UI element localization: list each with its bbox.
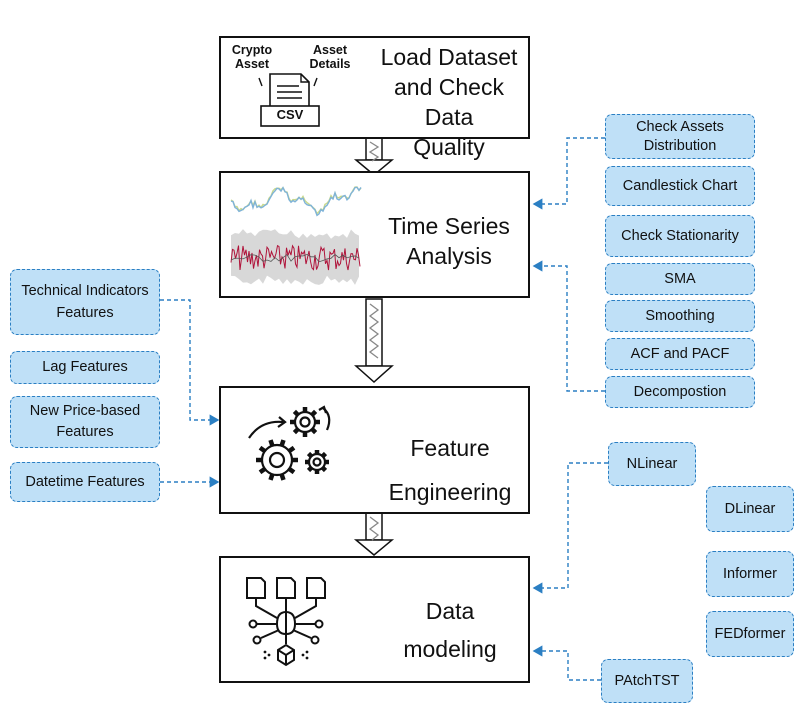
model-connectors bbox=[532, 462, 608, 681]
stage-dm-title: Data modeling bbox=[403, 598, 497, 662]
tag-patchtst: PAtchTST bbox=[601, 659, 693, 703]
analysis-connectors bbox=[532, 137, 605, 392]
csv-file-icon bbox=[258, 73, 320, 127]
tag-dlinear: DLinear bbox=[706, 486, 794, 532]
stage-tsa-title: Time Series Analysis bbox=[388, 213, 510, 269]
tag-informer: Informer bbox=[706, 551, 794, 597]
flow-arrow-3 bbox=[353, 512, 395, 556]
tag-fedformer: FEDformer bbox=[706, 611, 794, 657]
tag-decomposition: Decompostion bbox=[605, 376, 755, 408]
flow-arrow-1 bbox=[353, 137, 395, 176]
stage-fe-title: Feature Engineering bbox=[388, 435, 512, 505]
tag-candlestick-chart: Candlestick Chart bbox=[605, 166, 755, 206]
tag-smoothing: Smoothing bbox=[605, 300, 755, 332]
time-series-thumbnail bbox=[230, 186, 362, 285]
asset-details-label: Asset Details bbox=[309, 43, 351, 71]
tag-check-stationarity: Check Stationarity bbox=[605, 215, 755, 257]
neural-model-icon bbox=[246, 577, 326, 667]
csv-label: CSV bbox=[276, 107, 304, 122]
tag-acf-pacf: ACF and PACF bbox=[605, 338, 755, 370]
tag-lag-features: Lag Features bbox=[10, 351, 160, 384]
stage-data-modeling: Data modeling bbox=[219, 556, 530, 683]
crypto-asset-label: Crypto Asset bbox=[231, 43, 273, 71]
stage-load-title: Load Dataset and Check Data Quality bbox=[380, 44, 518, 160]
stage-time-series-analysis: Time Series Analysis bbox=[219, 171, 530, 298]
tag-sma: SMA bbox=[605, 263, 755, 295]
tag-datetime-features: Datetime Features bbox=[10, 462, 160, 502]
stage-load-dataset: CSV Crypto Asset Asset Details Load Data… bbox=[219, 36, 530, 160]
flow-arrow-2 bbox=[354, 298, 394, 384]
gears-icon bbox=[248, 405, 331, 481]
stage-feature-engineering: Feature Engineering bbox=[219, 386, 530, 514]
feature-connectors bbox=[160, 299, 220, 488]
tag-nlinear: NLinear bbox=[608, 442, 696, 486]
